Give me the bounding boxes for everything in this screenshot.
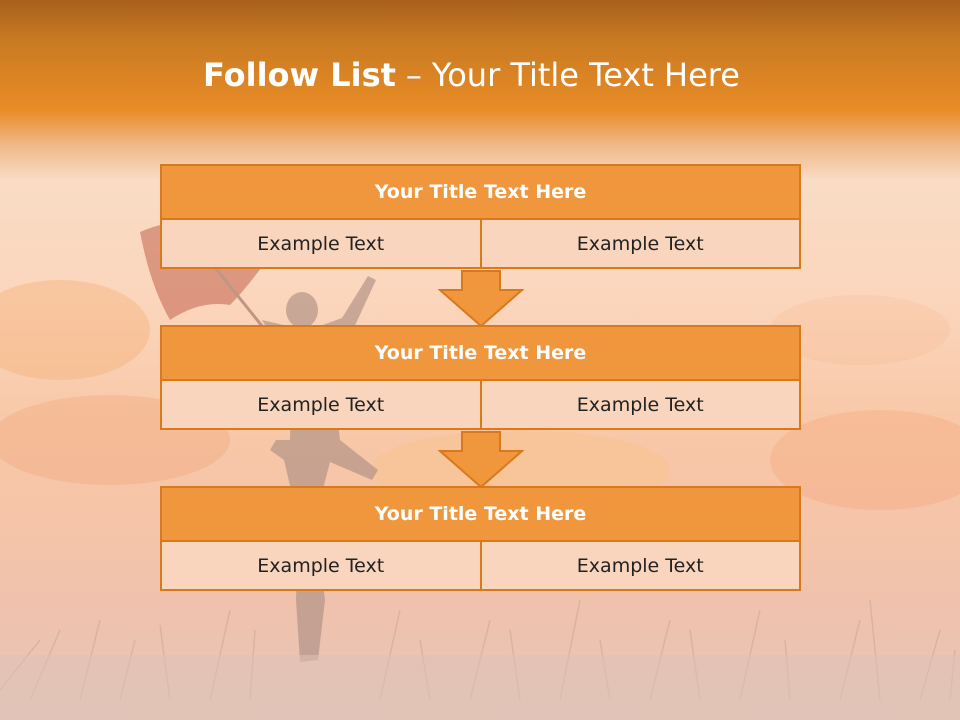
slide-title: Follow List–Your Title Text Here <box>0 52 943 98</box>
block-header: Your Title Text Here <box>160 164 801 220</box>
block-row: Example Text Example Text <box>160 220 801 269</box>
block-cell-left: Example Text <box>162 381 480 428</box>
list-block-2: Your Title Text Here Example Text Exampl… <box>160 325 801 430</box>
down-arrow-icon <box>438 431 524 489</box>
list-block-3: Your Title Text Here Example Text Exampl… <box>160 486 801 591</box>
title-rest: Your Title Text Here <box>431 56 740 94</box>
block-cell-left: Example Text <box>162 220 480 267</box>
person-silhouette <box>262 276 378 662</box>
title-bold: Follow List <box>203 56 396 94</box>
down-arrow-icon <box>438 270 524 328</box>
block-header: Your Title Text Here <box>160 325 801 381</box>
block-header: Your Title Text Here <box>160 486 801 542</box>
block-cell-right: Example Text <box>479 381 799 428</box>
cloud-shape <box>770 295 950 365</box>
block-row: Example Text Example Text <box>160 381 801 430</box>
block-cell-right: Example Text <box>479 220 799 267</box>
block-row: Example Text Example Text <box>160 542 801 591</box>
cloud-shape <box>0 280 150 380</box>
cloud-shape <box>770 410 960 510</box>
block-cell-right: Example Text <box>479 542 799 589</box>
list-block-1: Your Title Text Here Example Text Exampl… <box>160 164 801 269</box>
block-cell-left: Example Text <box>162 542 480 589</box>
title-dash: – <box>405 56 422 94</box>
